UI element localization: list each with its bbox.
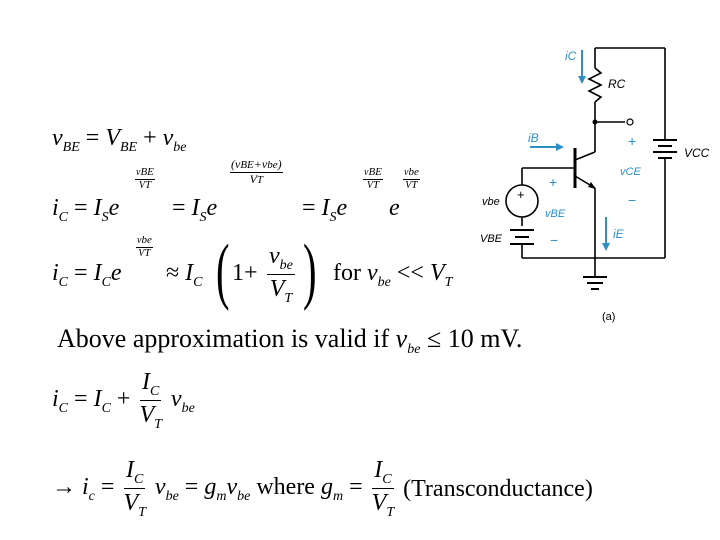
vbe-source-label: vbe xyxy=(482,196,500,208)
bjt-circuit-diagram: iC RC + VCC iB + vCE − vbe + vBE − VBE i… xyxy=(480,47,710,323)
exponent-1: vBE VT xyxy=(135,166,155,191)
figure-caption: (a) xyxy=(602,311,615,323)
vcc-battery xyxy=(653,139,677,159)
gm-fraction: IC VT xyxy=(371,457,395,520)
output-terminal xyxy=(626,118,634,126)
approx-lhs: iC = ICe xyxy=(52,260,122,290)
signal-source xyxy=(505,184,539,218)
left-paren: ( xyxy=(216,230,230,312)
exponent-3: vBE VT xyxy=(363,166,383,191)
approx-exponent: vbe VT xyxy=(136,234,153,259)
rc-label: RC xyxy=(608,77,626,91)
plus-top: + xyxy=(628,133,636,149)
current-arrows xyxy=(530,50,610,251)
exponent-2: (vBE+vbe) VT xyxy=(230,157,283,186)
ic-lhs: iC = ISe xyxy=(52,195,120,225)
vbe-battery xyxy=(510,229,534,245)
ground-icon xyxy=(583,276,607,290)
ic-middle: = ISe xyxy=(172,195,218,225)
ib-label: iB xyxy=(528,131,539,145)
ic-over-vt-fraction-2: IC VT xyxy=(123,457,146,520)
vce-label: vCE xyxy=(620,166,641,178)
ie-label: iE xyxy=(613,227,625,241)
exponent-4: vbe VT xyxy=(403,166,420,191)
ic-over-vt-fraction: IC VT xyxy=(139,369,162,432)
vbe-battery-label: VBE xyxy=(480,233,503,245)
ic-label: iC xyxy=(565,49,577,63)
emitter-arrow xyxy=(588,182,596,189)
approx-condition: for vbe << VT xyxy=(333,260,453,290)
circuit-wires xyxy=(521,47,666,276)
minus-be: − xyxy=(550,232,558,248)
minus-ce: − xyxy=(628,192,636,208)
ic-e4: e xyxy=(389,195,400,221)
plus-be: + xyxy=(549,174,557,190)
transconductance-note: (Transconductance) xyxy=(403,476,593,502)
approx-rhs: ≈ IC xyxy=(166,260,203,290)
collector-node xyxy=(592,119,598,125)
equation-transconductance: → ic = IC VT vbe = gmvbe where gm = IC V… xyxy=(52,457,593,520)
ic-right: = ISe xyxy=(302,195,348,225)
equation-ic-small-signal: iC = IC + IC VT vbe xyxy=(52,369,195,432)
right-paren: ) xyxy=(303,230,317,312)
approx-fraction: vbe VT xyxy=(267,243,295,306)
equation-vbe-total: vBE = VBE + vbe xyxy=(52,125,187,155)
source-plus: + xyxy=(517,187,525,202)
validity-statement: Above approximation is valid if vbe ≤ 10… xyxy=(57,324,523,357)
vcc-label: VCC xyxy=(684,146,710,160)
approx-one: 1+ xyxy=(232,260,258,286)
vbe-label: vBE xyxy=(545,208,566,220)
